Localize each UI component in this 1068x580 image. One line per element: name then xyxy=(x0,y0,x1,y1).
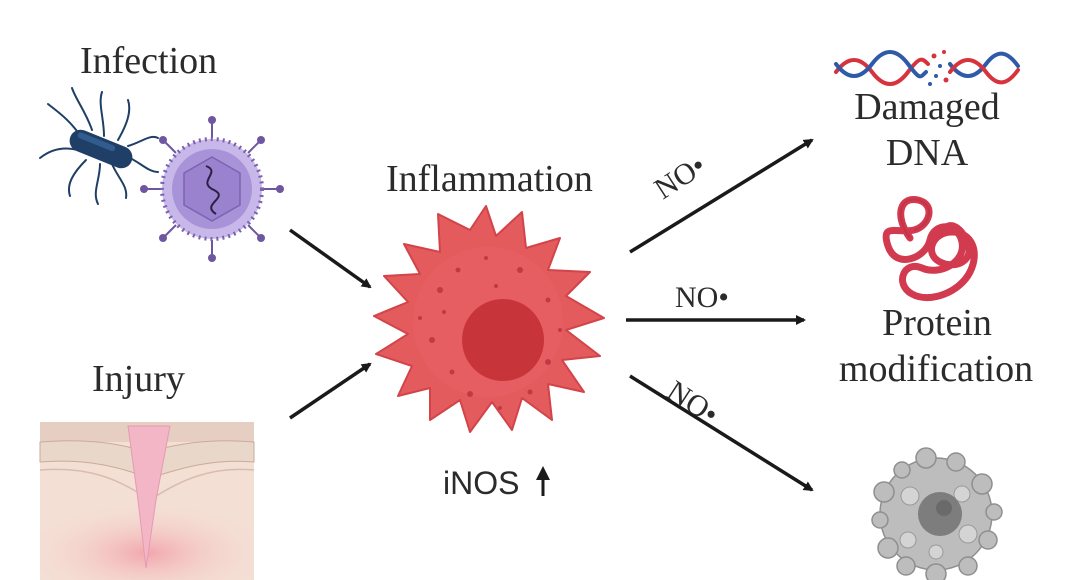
arrow-injury-to-inflammation xyxy=(289,362,372,420)
damaged-dna-label-line2: DNA xyxy=(885,132,969,174)
no-radical-label-protein: NO• xyxy=(675,281,729,314)
protein-modification-label-line1: Protein xyxy=(882,302,992,344)
injury-label: Injury xyxy=(92,358,185,400)
inos-label: iNOS xyxy=(443,465,520,501)
dead-cell-icon xyxy=(871,447,1003,580)
skin-wound-icon xyxy=(39,422,255,580)
arrow-to-damaged-dna xyxy=(629,138,814,254)
bacterium-icon xyxy=(39,87,159,205)
infection-label: Infection xyxy=(80,40,218,82)
damaged-dna-icon xyxy=(834,50,1020,86)
virus-icon xyxy=(140,116,284,262)
protein-icon xyxy=(882,196,978,302)
inflammation-label: Inflammation xyxy=(386,158,593,200)
arrow-to-cell-death xyxy=(629,374,814,492)
inflamed-cell-icon xyxy=(373,205,605,433)
up-arrow-icon xyxy=(536,466,550,496)
damaged-dna-label-line1: Damaged xyxy=(854,86,1000,128)
arrow-infection-to-inflammation xyxy=(288,228,372,289)
protein-modification-label-line2: modification xyxy=(838,348,1034,390)
